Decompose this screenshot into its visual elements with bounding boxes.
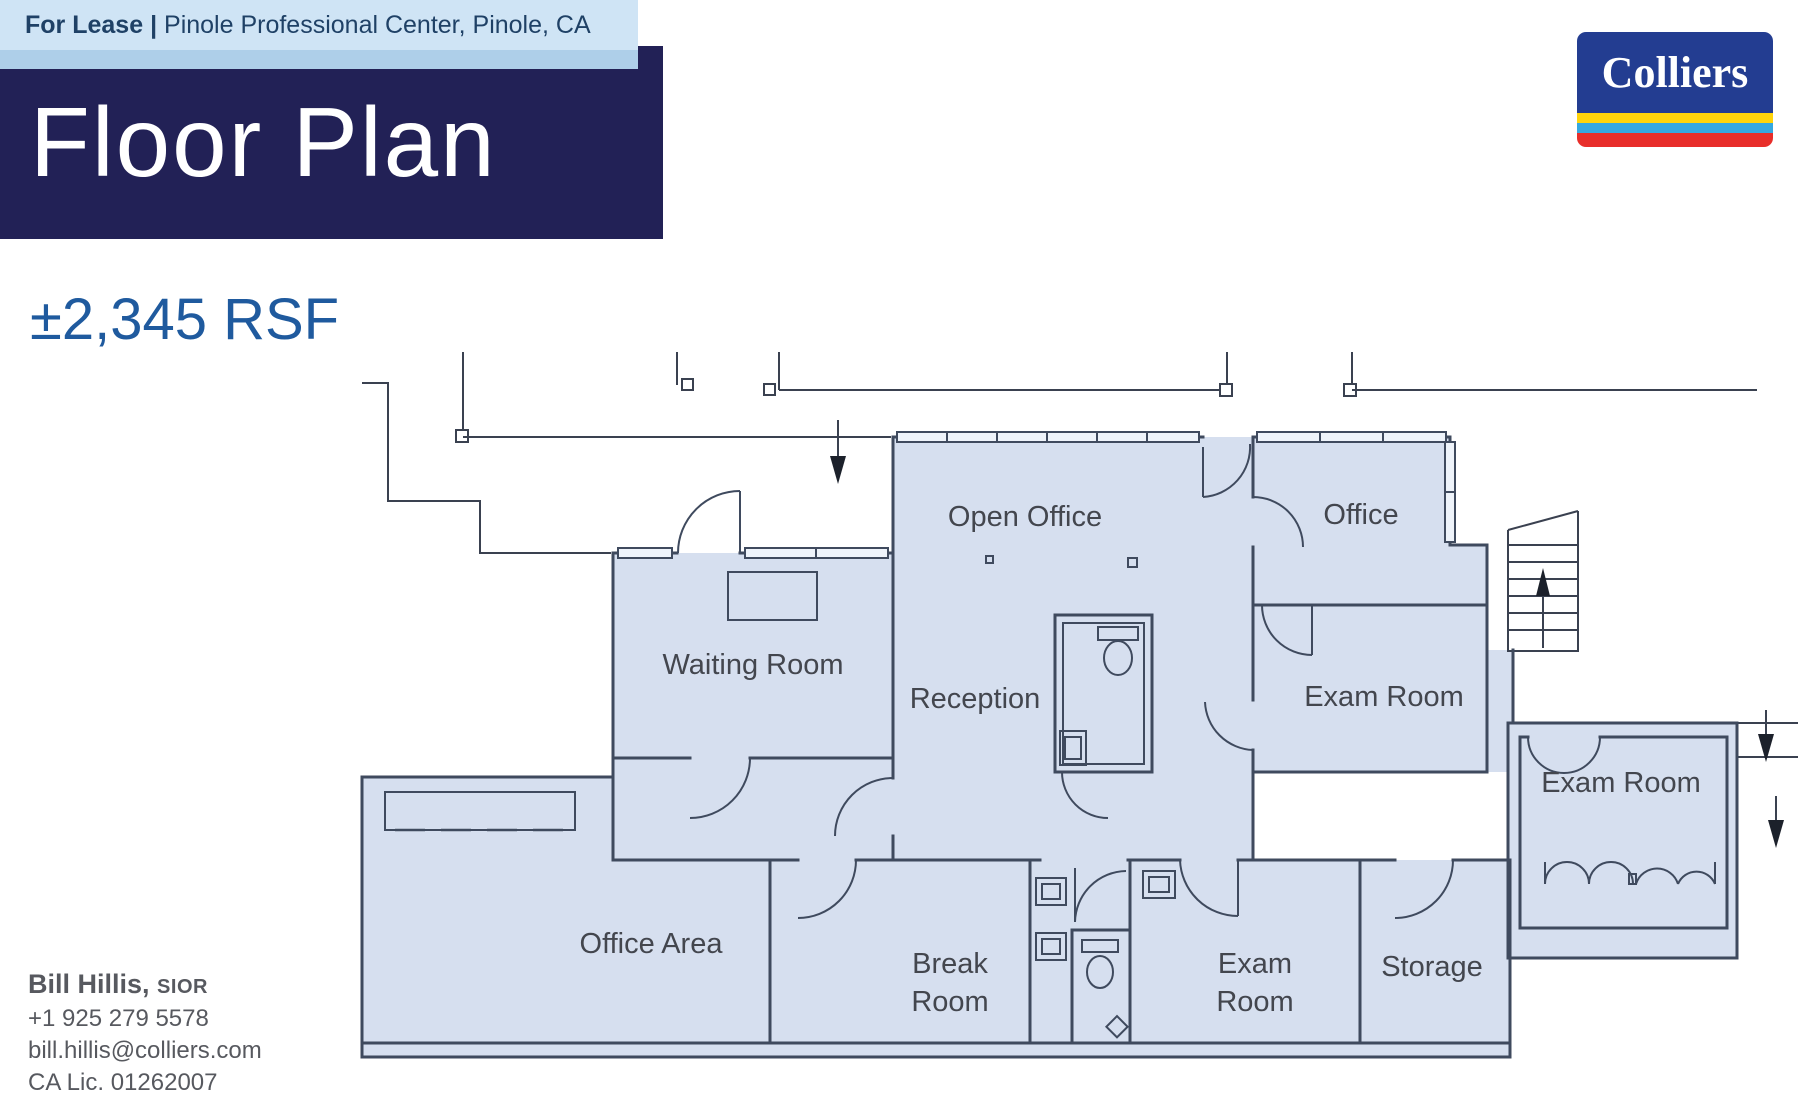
banner-separator: | <box>150 10 158 39</box>
colliers-wordmark: Colliers <box>1577 32 1773 113</box>
room-label-storage: Storage <box>1381 951 1483 983</box>
contact-block: Bill Hillis, SIOR +1 925 279 5578 bill.h… <box>28 968 262 1099</box>
page-title: Floor Plan <box>30 87 497 197</box>
agent-name-text: Bill Hillis, <box>28 969 150 999</box>
stairs-icon <box>1507 510 1579 652</box>
door-swing-icon <box>677 443 1601 923</box>
banner-text: For Lease | Pinole Professional Center, … <box>25 11 591 40</box>
logo-stripe-red <box>1577 133 1773 147</box>
dimension-lines <box>362 352 1757 554</box>
agent-designation: SIOR <box>157 976 208 998</box>
agent-license: CA Lic. 01262007 <box>28 1069 218 1096</box>
for-lease-banner: For Lease | Pinole Professional Center, … <box>0 0 638 50</box>
square-footage: ±2,345 RSF <box>30 287 340 352</box>
agent-name: Bill Hillis, SIOR <box>28 968 262 1003</box>
banner-accent-strip <box>0 50 638 69</box>
for-lease-label: For Lease <box>25 10 144 39</box>
logo-stripe-cyan <box>1577 123 1773 133</box>
window-icon <box>617 431 1456 559</box>
room-label-exam-room-bottom: Room <box>1216 986 1293 1018</box>
reception-desk <box>727 571 818 621</box>
logo-stripe-yellow <box>1577 113 1773 123</box>
door-stop-marker <box>1104 1014 1130 1039</box>
room-label-exam-room-right: Exam Room <box>1541 767 1701 799</box>
room-label-exam-room-top: Exam Room <box>1304 681 1464 713</box>
room-label-reception: Reception <box>910 683 1041 715</box>
entry-arrow-icon <box>830 420 846 484</box>
outlet-markers <box>985 555 1138 568</box>
room-label-waiting-room: Waiting Room <box>662 649 843 681</box>
room-label-office-area: Office Area <box>580 928 724 960</box>
sink-icon <box>1035 730 1176 961</box>
room-label-break-room: Break <box>912 948 988 980</box>
room-label-office: Office <box>1323 499 1398 531</box>
title-box <box>0 46 663 239</box>
toilet-icon <box>1097 626 1139 676</box>
room-label-open-office: Open Office <box>948 501 1102 533</box>
property-name: Pinole Professional Center, Pinole, CA <box>164 10 591 39</box>
entry-arrow-icon <box>1768 796 1784 848</box>
cabinet-icon <box>1544 861 1716 885</box>
agent-phone[interactable]: +1 925 279 5578 <box>28 1005 209 1032</box>
entry-arrow-icon <box>1737 710 1798 762</box>
toilet-icon <box>1081 939 1119 989</box>
room-label-exam-room-bottom: Exam <box>1218 948 1292 980</box>
colliers-logo: Colliers <box>1577 32 1773 147</box>
agent-email[interactable]: bill.hillis@colliers.com <box>28 1037 262 1064</box>
room-label-break-room: Room <box>911 986 988 1018</box>
room-fills <box>362 437 1737 1057</box>
